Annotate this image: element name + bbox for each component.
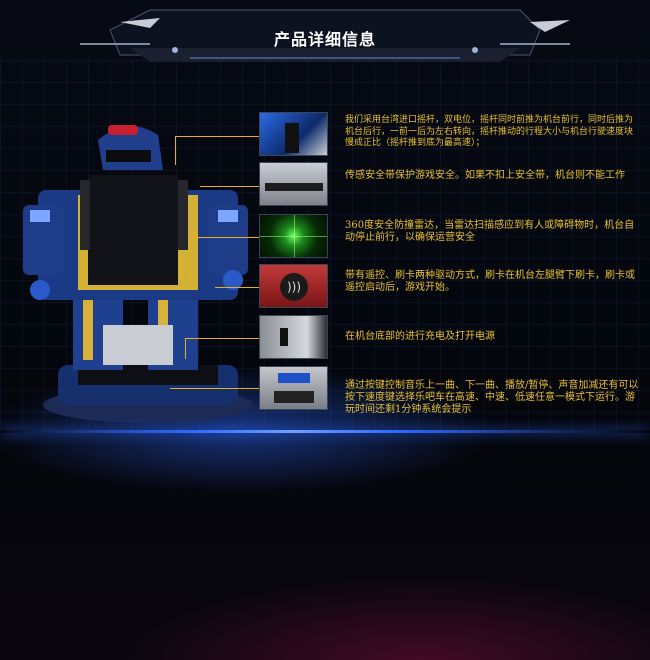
connector-line — [215, 287, 259, 289]
feature-text-control-panel: 通过按键控制音乐上一曲、下一曲、播放/暂停、声音加减还有可以按下速度键选择乐吧车… — [345, 380, 639, 415]
header-frame-graphic — [80, 9, 570, 62]
page-title: 产品详细信息 — [273, 30, 376, 49]
floor-glow — [0, 430, 650, 433]
header-banner: 产品详细信息 — [0, 0, 650, 70]
contactless-icon: ))) — [280, 273, 308, 301]
radar-photo — [259, 214, 328, 258]
feature-text-joystick: 我们采用台湾进口摇杆，双电位，摇杆同时前推为机台前行，同时后推为机台后行，一前一… — [345, 115, 634, 148]
robot-machine-image — [23, 125, 253, 423]
feature-text-seatbelt: 传感安全带保护游戏安全。如果不扣上安全带，机台则不能工作 — [345, 170, 625, 181]
power-switch-photo — [259, 315, 328, 359]
seatbelt-photo — [259, 162, 328, 206]
connector-line — [170, 388, 259, 390]
control-panel-photo — [259, 366, 328, 410]
connector-line — [175, 136, 260, 165]
feature-text-power: 在机台底部的进行充电及打开电源 — [345, 331, 495, 342]
connector-line — [185, 338, 260, 359]
feature-text-card-reader: 带有遥控、刷卡两种驱动方式，刷卡在机台左腿臂下刷卡，刷卡或遥控启动后，游戏开始。 — [345, 270, 635, 293]
connector-line — [190, 237, 260, 278]
joystick-photo — [259, 112, 328, 156]
card-reader-photo: ))) — [259, 264, 328, 308]
feature-text-radar: 360度安全防撞雷达，当雷达扫描感应到有人或障碍物时，机台自动停止前行，以确保运… — [345, 220, 635, 243]
connector-line — [200, 186, 259, 188]
